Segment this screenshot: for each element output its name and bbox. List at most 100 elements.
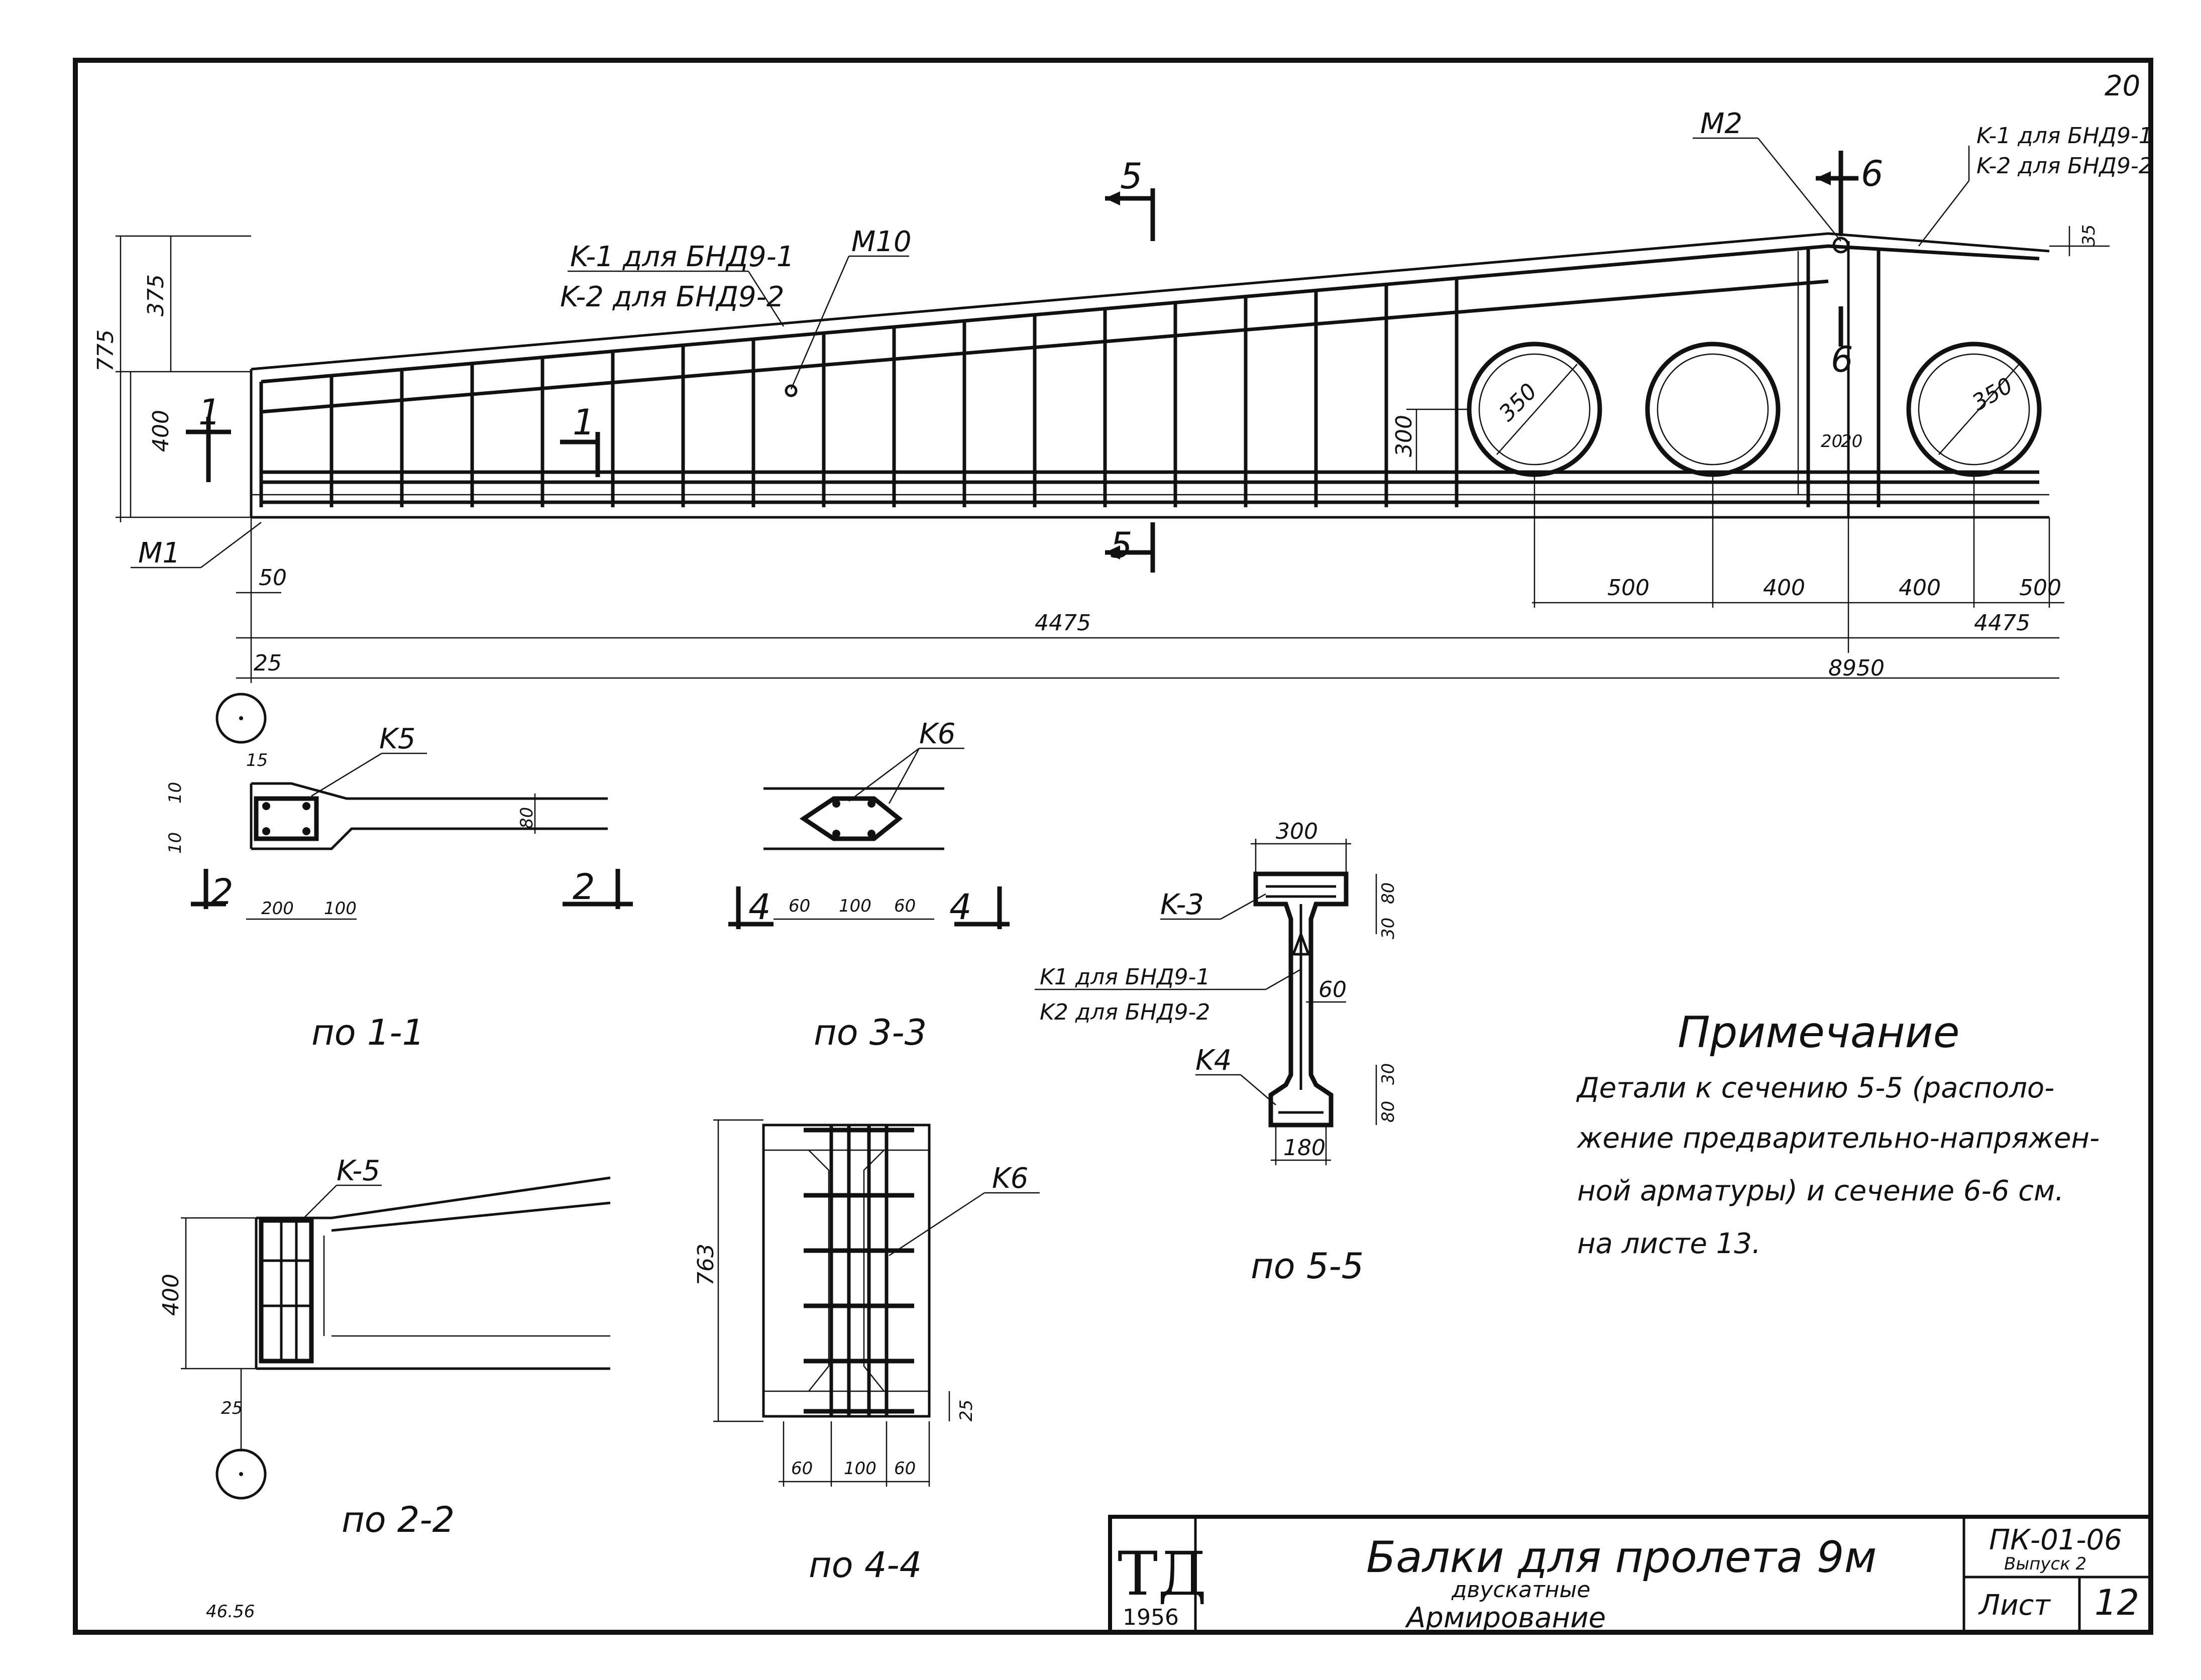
s11-d10a: 10: [165, 782, 185, 804]
s33-caption: по 3-3: [814, 1012, 927, 1053]
s33-d60b: 60: [894, 896, 916, 916]
s11-caption: по 1-1: [311, 1012, 424, 1053]
dim-8950: 8950: [1828, 655, 1885, 681]
dim-400-a: 400: [1763, 575, 1805, 601]
s22-d400: 400: [158, 1274, 184, 1316]
s33-cut-right: 4: [949, 886, 972, 928]
s11-d10b: 10: [165, 832, 185, 854]
note-line-2: жение предварительно-напряжен-: [1576, 1122, 2100, 1155]
section-6-mid-label: 6: [1831, 339, 1853, 380]
section-2-2: 400 K-5 25 по 2-2: [158, 1155, 611, 1540]
dim-300: 300: [1391, 415, 1417, 457]
hole-dia-label-2: 350: [1968, 373, 2017, 416]
note-block: Примечание Детали к сечению 5-5 (располо…: [1576, 1007, 2100, 1260]
hole-1-inner: [1478, 353, 1591, 466]
stirrup-group: [259, 248, 1881, 507]
section-5-5: 300 180 60 80 30 30 80 K-3 K1 для БНД9-1…: [1035, 819, 1398, 1287]
logo-td: ТД: [1118, 1539, 1207, 1609]
note-line-1: Детали к сечению 5-5 (располо-: [1576, 1072, 2054, 1104]
s44-k6: K6: [992, 1162, 1028, 1195]
dim-775: 775: [93, 329, 119, 372]
doc-issue: Выпуск 2: [2004, 1554, 2086, 1574]
s11-cut-left: 2: [211, 871, 234, 913]
s44-d100: 100: [844, 1459, 876, 1479]
logo-year: 1956: [1123, 1605, 1179, 1630]
doc-code: ПК-01-06: [1989, 1524, 2122, 1556]
s55-d180: 180: [1283, 1135, 1326, 1161]
section-4-4: 763 K6 25 60 100 60 по 4-4: [693, 1119, 1040, 1586]
dim-4475-left: 4475: [1035, 610, 1091, 636]
sheet-label: Лист: [1978, 1589, 2051, 1622]
hole-2: [1645, 342, 1781, 477]
s55-caption: по 5-5: [1251, 1246, 1364, 1287]
s55-k3: K-3: [1160, 888, 1204, 921]
s33-k6: K6: [919, 718, 955, 750]
axis-bubble-bottom: [215, 1448, 267, 1500]
title-main: Балки для пролета 9м: [1366, 1532, 1877, 1583]
callout-m2: M2: [1700, 107, 1742, 140]
dim-500-b: 500: [2019, 575, 2061, 601]
s33-d60a: 60: [789, 896, 810, 916]
beam-elevation: 350 350: [250, 232, 2050, 519]
s55-k1: K1 для БНД9-1: [1040, 964, 1210, 990]
sheet-value: 12: [2095, 1582, 2139, 1623]
s11-d80: 80: [517, 807, 537, 829]
s33-d100: 100: [839, 896, 871, 916]
s55-d80a: 80: [1378, 882, 1398, 904]
section-marks: 5 5 6 6 1 1: [186, 151, 1884, 573]
callout-m1: M1: [138, 537, 180, 570]
hole-1: [1467, 342, 1602, 477]
s44-d60b: 60: [894, 1459, 916, 1479]
s55-d60: 60: [1318, 977, 1347, 1002]
dim-4475-right: 4475: [1974, 610, 2030, 636]
elevation-dimensions: 775 375 400 50 4475 4475 25 8950 500 400…: [93, 225, 2110, 683]
s55-k2: K2 для БНД9-2: [1040, 999, 1210, 1025]
section-1-left-label: 1: [198, 392, 221, 433]
dim-400-b: 400: [1899, 575, 1941, 601]
dim-375: 375: [143, 274, 169, 316]
sheet-number: 20: [2105, 70, 2140, 102]
note-line-4: на листе 13.: [1577, 1227, 1761, 1260]
title-block: ТД 1956 Балки для пролета 9м двускатные …: [1108, 1515, 2153, 1634]
hole-3: [1906, 342, 2042, 477]
dim-400: 400: [148, 410, 174, 452]
s33-cut-left: 4: [748, 886, 771, 928]
dim-25: 25: [254, 650, 282, 676]
section-1-mid-label: 1: [573, 402, 595, 443]
dim-50: 50: [259, 565, 287, 591]
s55-d80b: 80: [1378, 1101, 1398, 1123]
s44-d25: 25: [956, 1400, 976, 1421]
title-sub: двускатные: [1451, 1577, 1590, 1603]
note-title: Примечание: [1678, 1007, 1959, 1058]
s55-k4: K4: [1195, 1044, 1232, 1077]
title-sub2: Армирование: [1405, 1602, 1606, 1634]
callout-k1-right: K-1 для БНД9-1: [1976, 123, 2153, 149]
s11-d200: 200: [261, 899, 294, 919]
hole-3-inner: [1918, 353, 2030, 466]
callout-k1-top: K-1 для БНД9-1: [570, 241, 794, 273]
s44-caption: по 4-4: [809, 1544, 922, 1586]
callout-k2-right: K-2 для БНД9-2: [1976, 153, 2153, 179]
m2-mark: [1832, 237, 1849, 254]
section-5-bottom-label: 5: [1110, 525, 1133, 566]
s22-k5: K-5: [337, 1155, 380, 1187]
s55-d30a: 30: [1378, 918, 1398, 939]
s22-caption: по 2-2: [342, 1499, 455, 1540]
note-line-3: ной арматуры) и сечение 6-6 см.: [1577, 1175, 2064, 1207]
s11-k5: K5: [379, 723, 415, 755]
hole-2-inner: [1657, 353, 1769, 466]
s55-d300: 300: [1276, 819, 1318, 844]
s11-cut-right: 2: [573, 866, 595, 908]
s44-d763: 763: [693, 1244, 719, 1286]
s11-d15: 15: [246, 750, 268, 770]
section-1-1: K5 15 10 10 80 200 100 2 2 по 1-1: [165, 723, 633, 1053]
elevation-callouts: K-1 для БНД9-1 K-2 для БНД9-2 M10 M2 K-1…: [131, 107, 2153, 744]
margin-note: 46.56: [206, 1602, 255, 1622]
dim-500-a: 500: [1607, 575, 1649, 601]
callout-k2-top: K-2 для БНД9-2: [560, 281, 784, 313]
s55-d30b: 30: [1378, 1063, 1398, 1085]
dim-20-b: 20: [1841, 431, 1862, 452]
axis-bubble-top: [215, 693, 267, 744]
section-5-top-label: 5: [1120, 156, 1143, 197]
s22-d25: 25: [221, 1398, 243, 1418]
